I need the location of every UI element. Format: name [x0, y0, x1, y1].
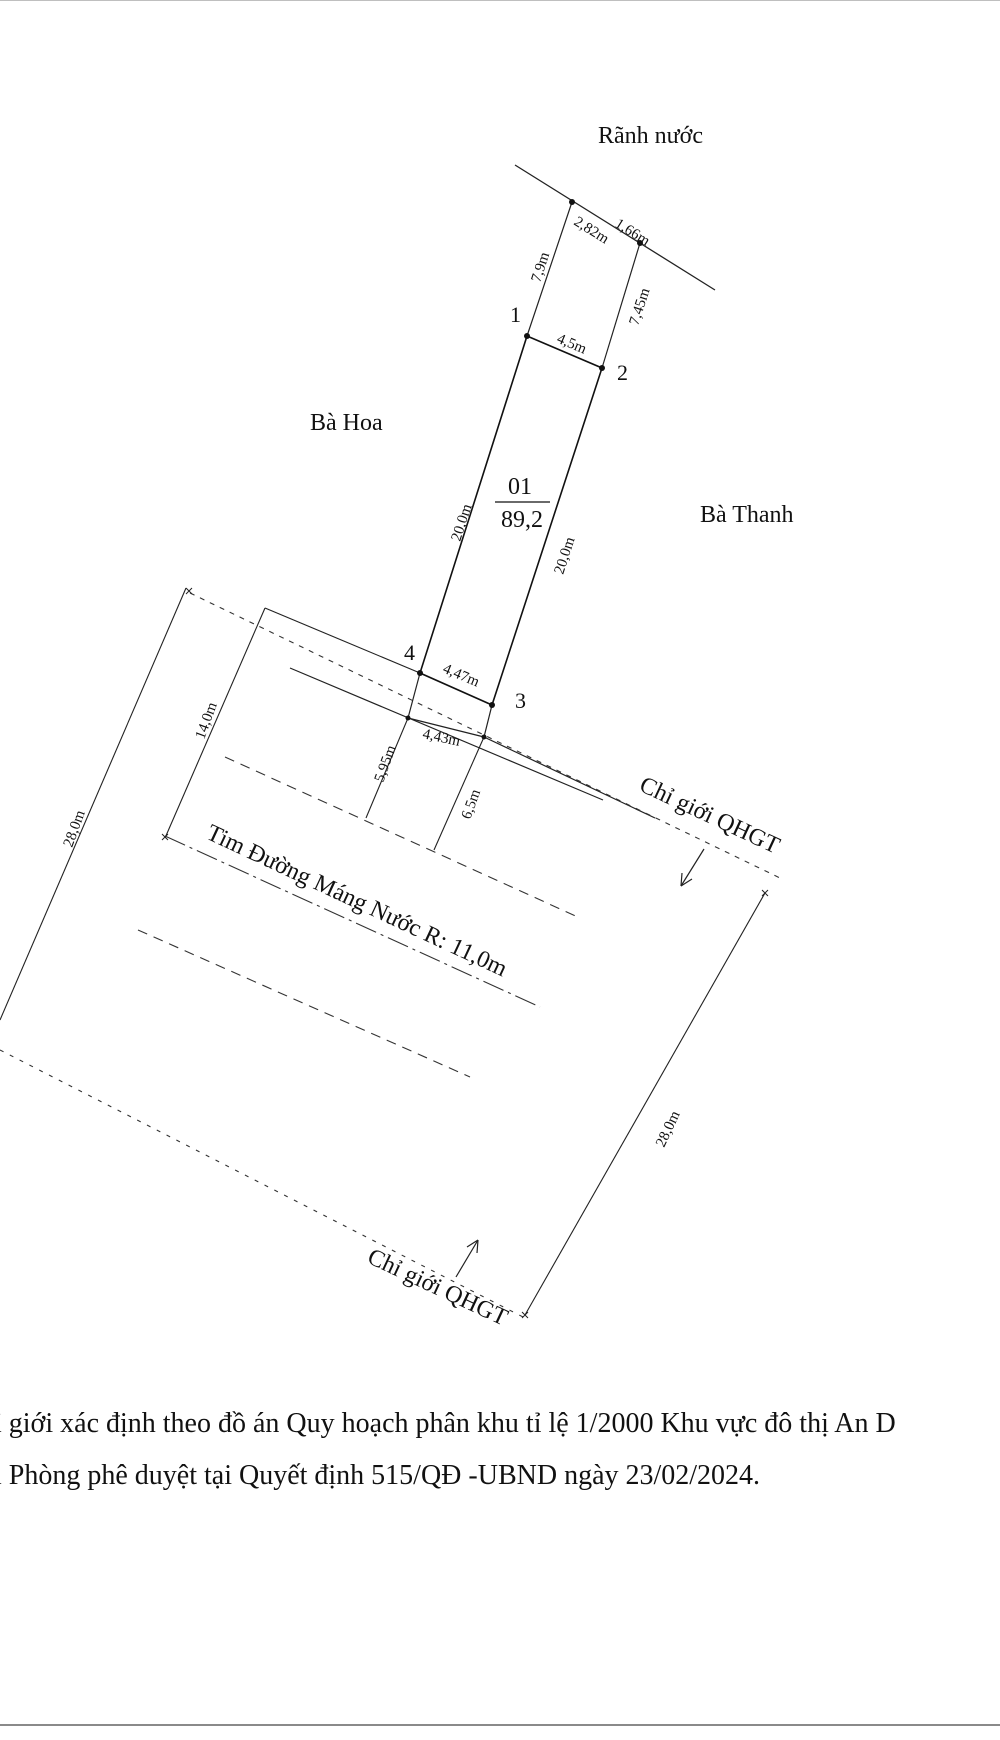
dim-line-14 — [164, 607, 266, 839]
west-setback-line — [407, 672, 421, 719]
dim-line-5-95 — [365, 717, 409, 819]
vertex-2 — [599, 365, 605, 371]
top-border — [0, 0, 1000, 1]
arrow-down-icon — [680, 848, 705, 887]
vertex-label-4: 4 — [404, 640, 415, 665]
boundary-solid-line — [483, 736, 656, 819]
dim-label-4-47: 4,47m — [440, 661, 481, 691]
drain-vertex-west — [569, 199, 575, 205]
dim-label-20-west: 20,0m — [449, 502, 476, 543]
planning-note: ỉ giới xác định theo đồ án Quy hoạch phâ… — [0, 1398, 1000, 1502]
drain-vertex-east — [637, 240, 643, 246]
arrow-up-icon — [455, 1239, 479, 1278]
dim-label-6-5: 6,5m — [459, 787, 485, 821]
boundary-label-bottom: Chỉ giới QHGT — [363, 1244, 511, 1332]
tick-mark — [521, 1311, 529, 1319]
drain-label: Rãnh nước — [598, 123, 703, 149]
tick-mark — [161, 833, 169, 841]
dim-label-28-right: 28,0m — [653, 1108, 684, 1149]
tick-mark — [185, 587, 193, 595]
dim-label-7-45: 7,45m — [627, 286, 654, 327]
tick-mark — [761, 889, 769, 897]
planning-note-line-1: ỉ giới xác định theo đồ án Quy hoạch phâ… — [0, 1408, 896, 1439]
road-edge-dashed-bottom — [137, 929, 471, 1078]
vertex-4 — [417, 670, 423, 676]
boundary-label-top: Chỉ giới QHGT — [635, 772, 783, 860]
east-extension-line — [601, 242, 641, 369]
dim-line-28-left — [0, 587, 187, 1021]
dim-label-20-east: 20,0m — [552, 535, 579, 576]
dim-label-4-5: 4,5m — [554, 331, 589, 358]
road-edge-line — [289, 667, 604, 801]
dim-line-14-ext — [264, 607, 421, 674]
parcel-area: 89,2 — [501, 507, 543, 533]
dim-label-4-43: 4,43m — [421, 726, 462, 750]
road-center-label: Tim Đường Máng Nước R: 11,0m — [202, 820, 511, 982]
dim-label-1-66: 1,66m — [612, 216, 653, 250]
planning-note-line-2: i Phòng phê duyệt tại Quyết định 515/QĐ … — [0, 1460, 761, 1491]
parcel-number: 01 — [508, 474, 532, 500]
dim-line-6-5 — [433, 736, 485, 851]
bottom-border — [0, 1724, 1000, 1726]
vertex-3 — [489, 702, 495, 708]
dim-label-5-95: 5,95m — [372, 743, 400, 784]
setback-segment — [407, 717, 485, 738]
dim-label-28-left: 28,0m — [61, 808, 89, 849]
dim-label-2-82: 2,82m — [571, 214, 612, 248]
neighbor-west-label: Bà Hoa — [310, 410, 383, 436]
vertex-label-1: 1 — [510, 302, 521, 327]
setback-vertex-east — [481, 734, 487, 740]
road-edge-dashed-top — [224, 756, 581, 919]
vertex-label-2: 2 — [617, 360, 628, 385]
vertex-label-3: 3 — [515, 688, 526, 713]
west-extension-line — [526, 201, 573, 337]
drain-line — [514, 164, 716, 291]
dim-line-28-right — [524, 892, 766, 1316]
vertex-1 — [524, 333, 530, 339]
neighbor-east-label: Bà Thanh — [700, 502, 794, 528]
east-setback-line — [483, 704, 493, 738]
road-centerline — [164, 835, 541, 1008]
setback-vertex-west — [405, 715, 411, 721]
dim-label-14: 14,0m — [193, 700, 221, 741]
